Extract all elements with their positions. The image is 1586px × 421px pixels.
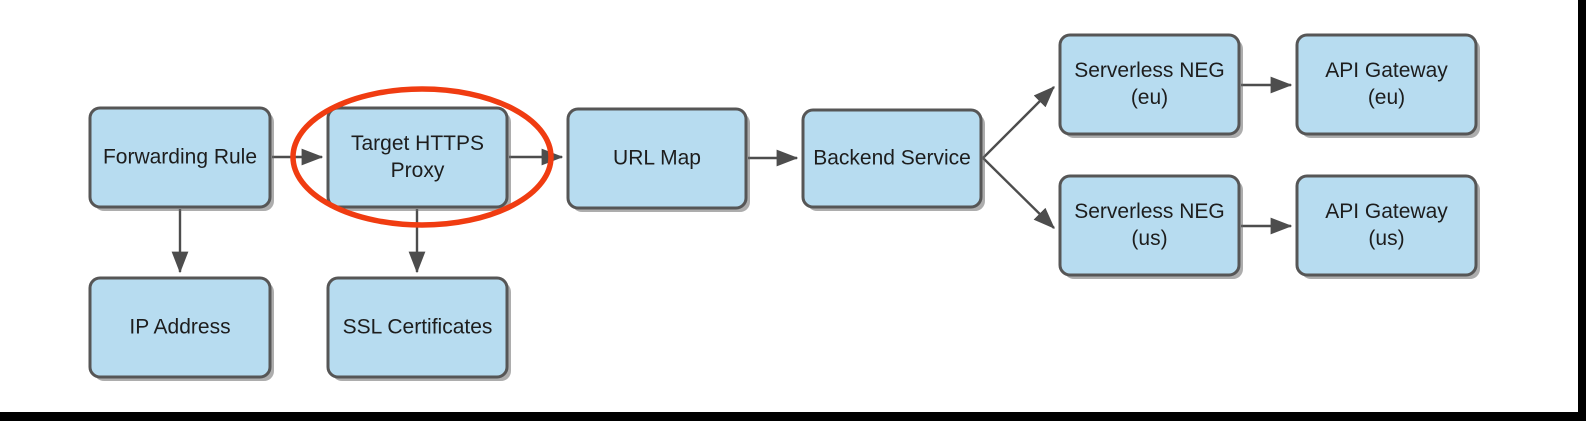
node-url-map[interactable]: URL Map: [566, 107, 750, 212]
node-label: URL Map: [613, 146, 701, 169]
edges-layer: [171, 76, 1293, 274]
node-ip-address[interactable]: IP Address: [88, 276, 274, 381]
node-label: Forwarding Rule: [103, 145, 257, 168]
node-box[interactable]: [1058, 174, 1241, 277]
highlight-layer: [290, 86, 554, 228]
node-label: Serverless NEG(eu): [1074, 59, 1225, 109]
node-api-gateway-eu[interactable]: API Gateway(eu): [1295, 33, 1480, 138]
node-box[interactable]: [1295, 33, 1478, 136]
frame-right-border: [1578, 0, 1586, 421]
node-label: API Gateway(us): [1325, 200, 1448, 250]
edge-backend-service-to-serverless-neg-eu: [982, 86, 1055, 159]
node-forwarding-rule[interactable]: Forwarding Rule: [88, 106, 274, 211]
node-box[interactable]: [566, 107, 748, 210]
node-box[interactable]: [88, 276, 272, 379]
node-label: Backend Service: [813, 146, 971, 169]
node-serverless-neg-eu[interactable]: Serverless NEG(eu): [1058, 33, 1243, 138]
node-box[interactable]: [326, 106, 509, 209]
node-box[interactable]: [88, 106, 272, 209]
node-serverless-neg-us[interactable]: Serverless NEG(us): [1058, 174, 1243, 279]
node-label: SSL Certificates: [343, 315, 493, 338]
node-box[interactable]: [801, 108, 983, 209]
node-box[interactable]: [326, 276, 509, 379]
node-label: API Gateway(eu): [1325, 59, 1448, 109]
edge-backend-service-to-serverless-neg-us: [982, 157, 1055, 229]
frame-bottom-border: [0, 412, 1586, 421]
node-label: IP Address: [129, 315, 230, 338]
highlight-ellipse-target-https-proxy: [290, 86, 554, 228]
node-backend-service[interactable]: Backend Service: [801, 108, 985, 211]
node-label: Serverless NEG(us): [1074, 200, 1225, 250]
node-box[interactable]: [1058, 33, 1241, 136]
node-ssl-certificates[interactable]: SSL Certificates: [326, 276, 511, 381]
node-box[interactable]: [1295, 174, 1478, 277]
node-api-gateway-us[interactable]: API Gateway(us): [1295, 174, 1480, 279]
